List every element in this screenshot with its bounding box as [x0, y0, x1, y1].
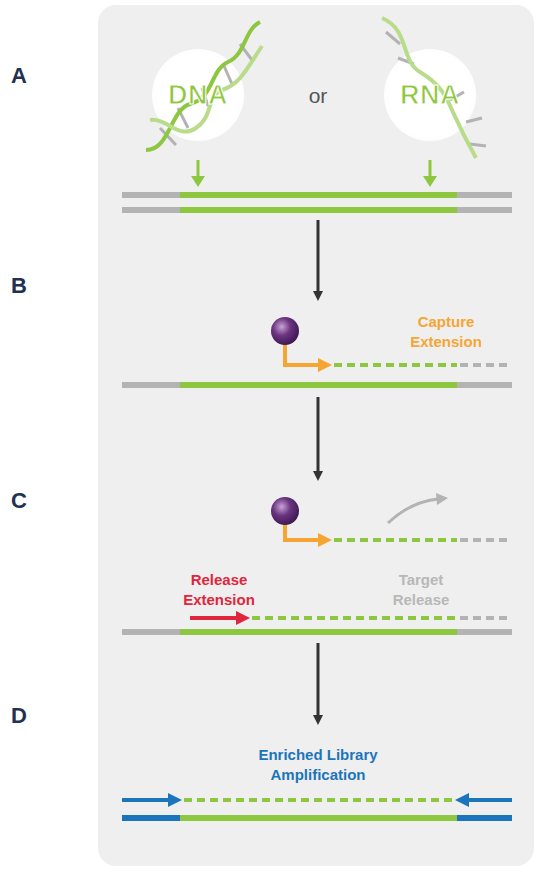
step-letter: B [4, 272, 34, 301]
input-arrows [191, 160, 437, 187]
step-letter: C [4, 487, 34, 516]
step-arrows [318, 220, 319, 720]
dna-helix [146, 22, 262, 150]
panel-background [98, 5, 534, 866]
molecule-label: RNA [400, 80, 460, 111]
amplification-step [122, 793, 512, 818]
release-step [122, 493, 512, 632]
or-label: or [298, 82, 338, 109]
molecule-circle: RNA [384, 49, 476, 141]
molecule-label: DNA [168, 80, 228, 111]
rna-strand [382, 18, 486, 158]
double-strand [122, 195, 512, 210]
molecule-circle: DNA [152, 49, 244, 141]
target-release-label: Target Release [381, 570, 461, 609]
capture-label: Capture Extension [396, 312, 496, 351]
step-letter: A [4, 62, 34, 91]
step-letter: D [4, 702, 34, 731]
release-label: Release Extension [169, 570, 269, 609]
amplification-label: Enriched Library Amplification [233, 745, 403, 784]
